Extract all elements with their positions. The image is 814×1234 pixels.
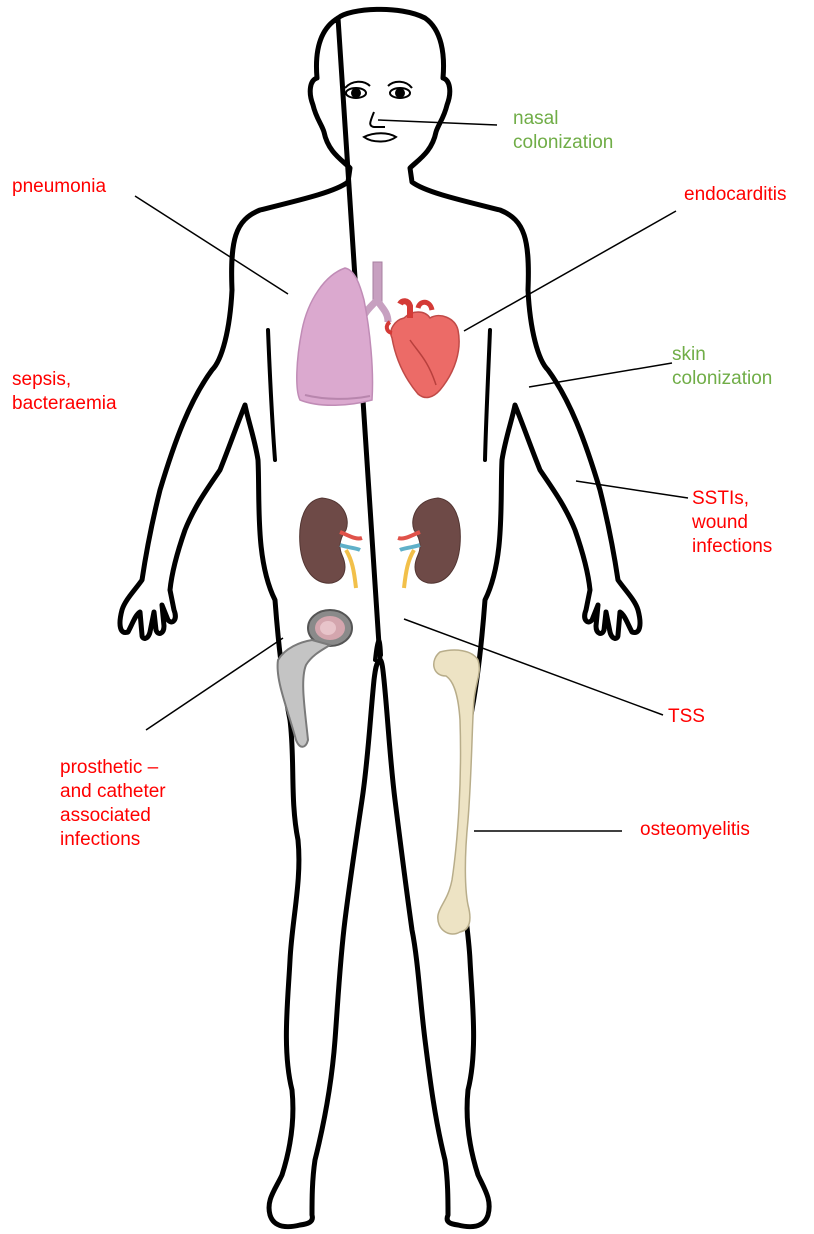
label-pneumonia: pneumonia <box>12 175 106 199</box>
leader-endocarditis <box>464 211 676 331</box>
label-tss: TSS <box>668 705 705 729</box>
heart-icon <box>387 301 459 397</box>
lungs-icon <box>297 262 388 405</box>
label-sstis-wound-infections: SSTIs, wound infections <box>692 487 772 559</box>
kidneys-icon <box>300 498 461 588</box>
leader-prosthetic <box>146 638 283 730</box>
label-sepsis-bacteraemia: sepsis, bacteraemia <box>12 368 117 416</box>
leader-sstis <box>576 481 688 498</box>
label-prosthetic-catheter-infections: prosthetic – and catheter associated inf… <box>60 756 166 852</box>
femur-bone-icon <box>434 650 480 934</box>
face-icon <box>345 82 412 142</box>
label-osteomyelitis: osteomyelitis <box>640 818 750 842</box>
human-body-outline-icon <box>120 9 640 1226</box>
label-nasal-colonization: nasal colonization <box>513 107 613 155</box>
label-skin-colonization: skin colonization <box>672 343 772 391</box>
label-endocarditis: endocarditis <box>684 183 786 207</box>
